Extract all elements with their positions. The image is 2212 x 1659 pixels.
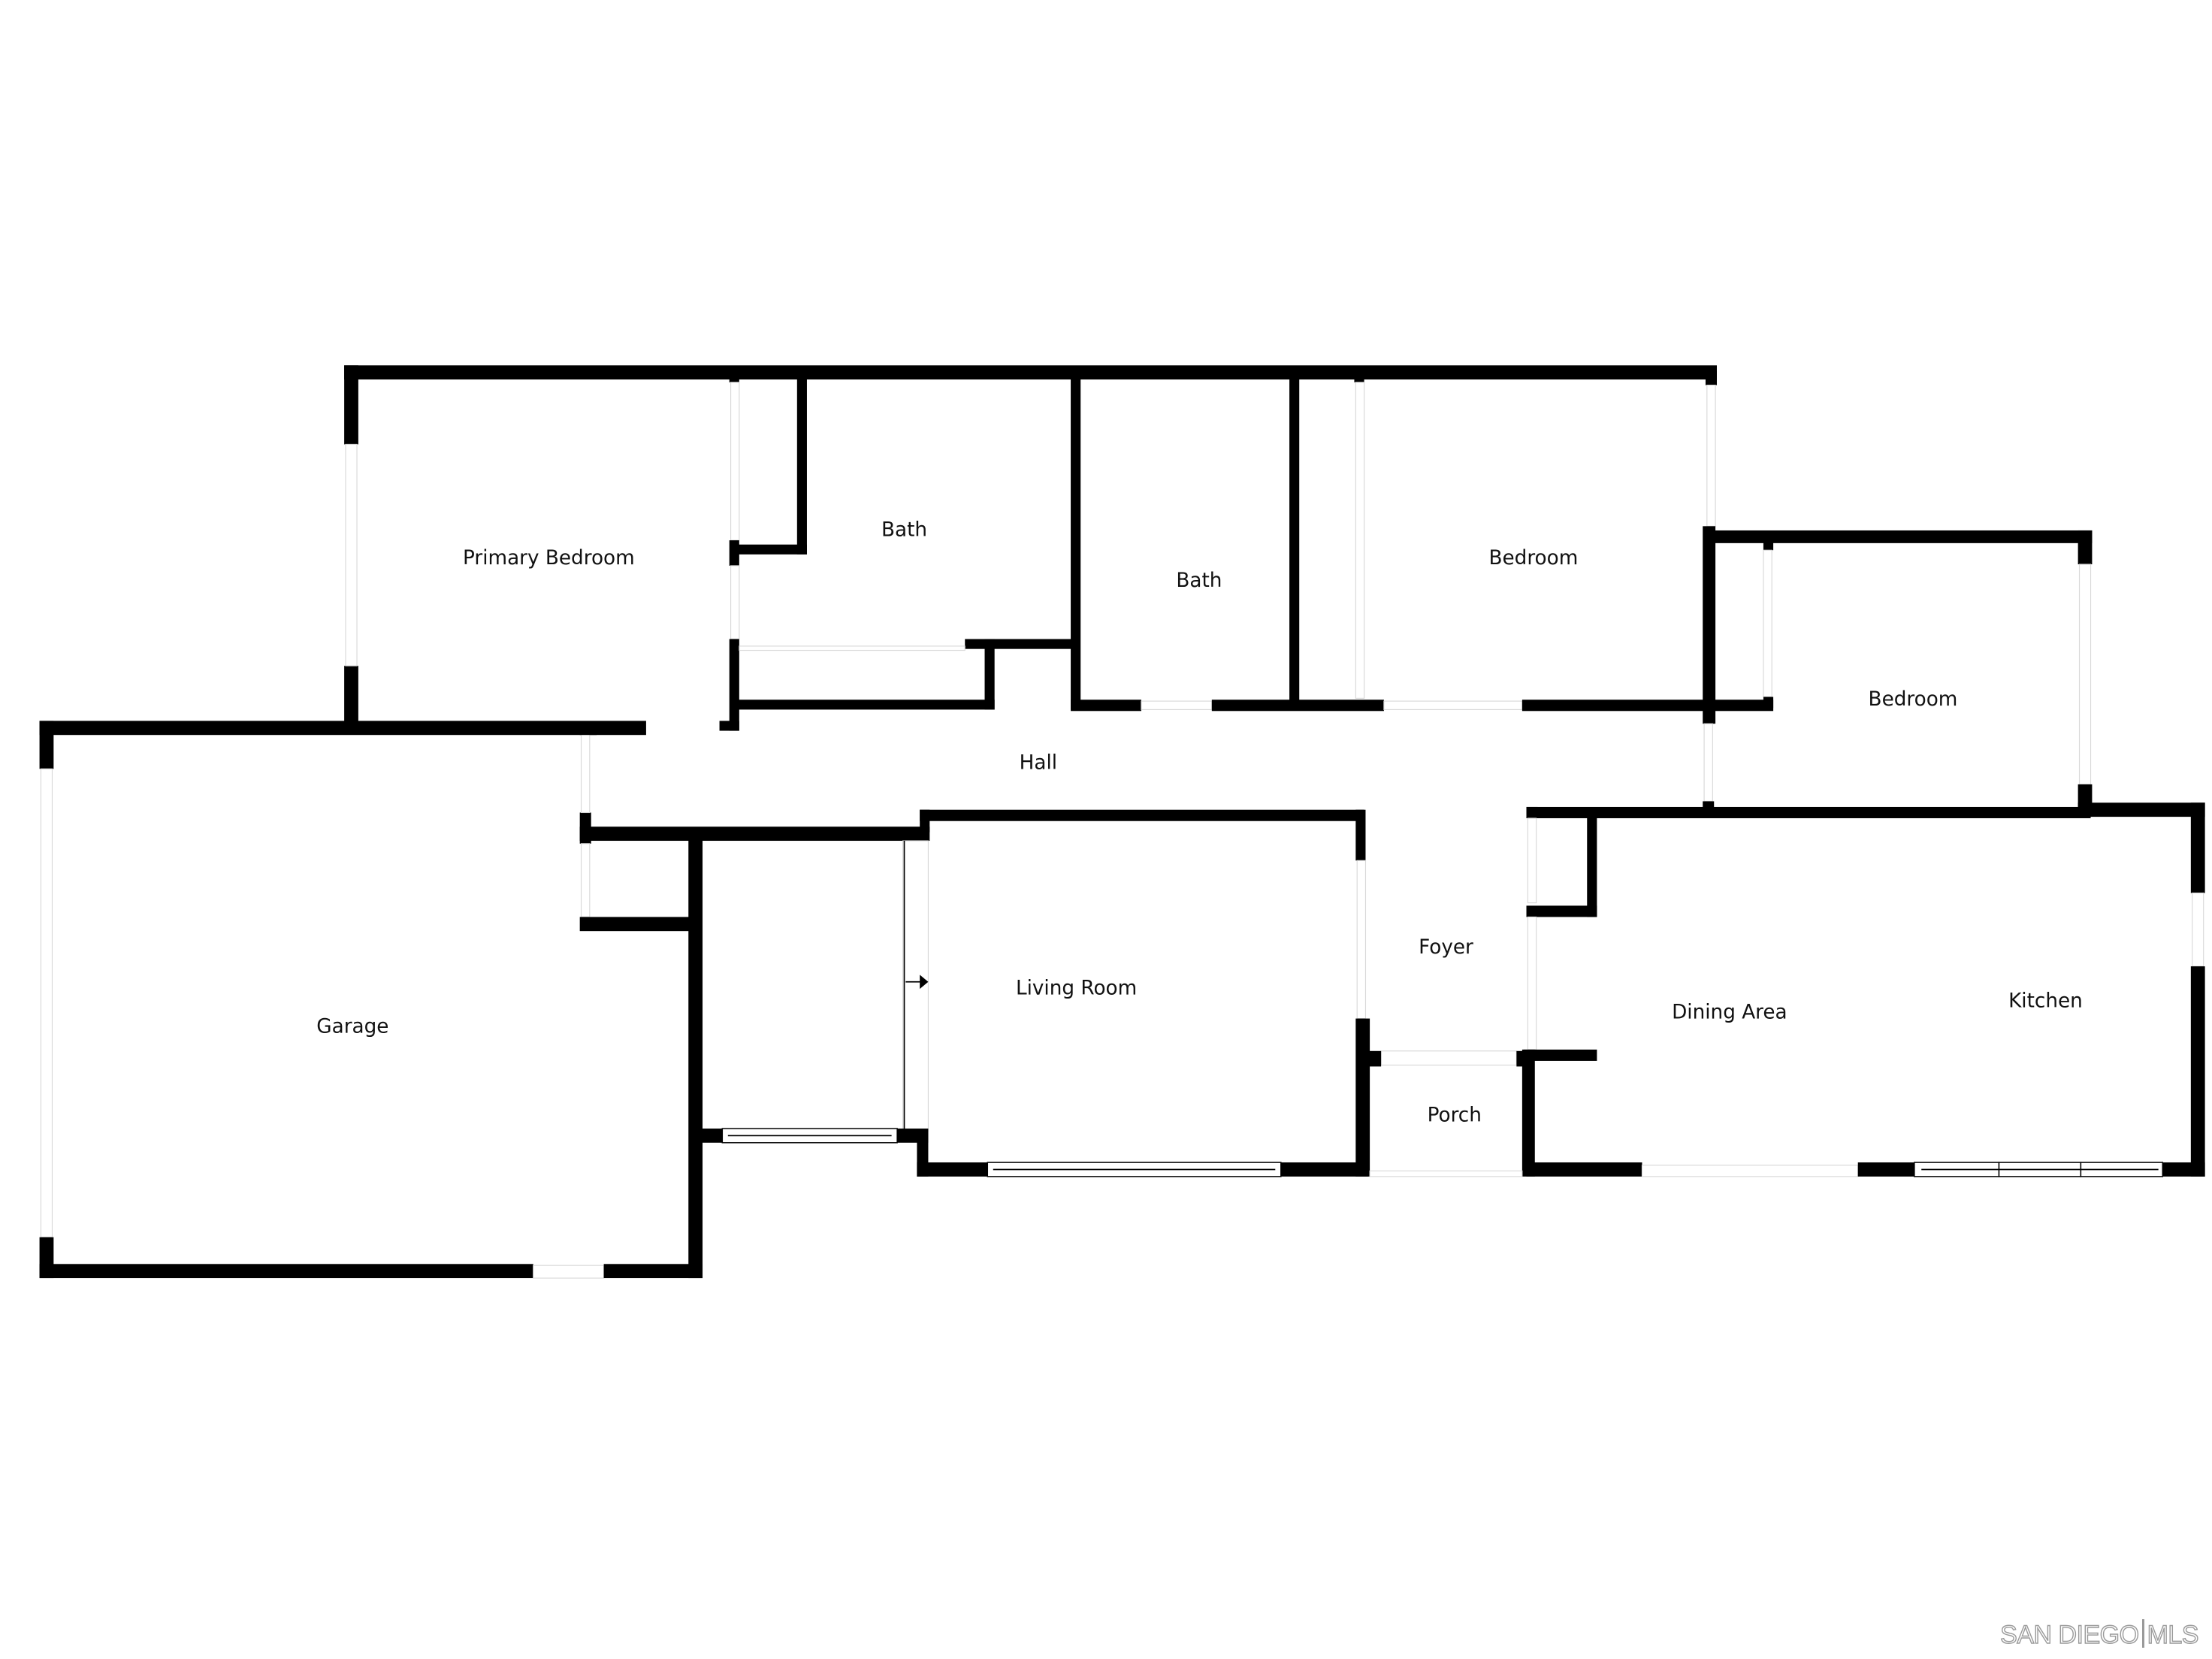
room-label-dining-area: Dining Area xyxy=(1672,1002,1787,1024)
room-label-bedroom-1: Bedroom xyxy=(1488,547,1578,570)
room-label-kitchen: Kitchen xyxy=(2008,990,2083,1013)
room-label-hall: Hall xyxy=(1020,751,1057,774)
mls-watermark: SAN DIEGO MLS xyxy=(1999,1619,2199,1650)
room-label-foyer: Foyer xyxy=(1419,936,1473,959)
room-label-bath-2: Bath xyxy=(1176,570,1222,592)
watermark-left: SAN DIEGO xyxy=(1999,1620,2139,1649)
room-label-garage: Garage xyxy=(316,1015,388,1038)
room-label-bedroom-2: Bedroom xyxy=(1869,688,1958,711)
watermark-separator xyxy=(2141,1619,2144,1648)
room-label-bath-1: Bath xyxy=(881,518,927,541)
room-label-living-room: Living Room xyxy=(1016,978,1137,1000)
room-label-porch: Porch xyxy=(1428,1104,1482,1127)
room-label-primary-bedroom: Primary Bedroom xyxy=(463,547,635,570)
room-labels: Primary Bedroom Bath Bath Bedroom Bedroo… xyxy=(316,518,2083,1126)
watermark-right: MLS xyxy=(2147,1620,2199,1649)
walls xyxy=(39,365,2205,1279)
